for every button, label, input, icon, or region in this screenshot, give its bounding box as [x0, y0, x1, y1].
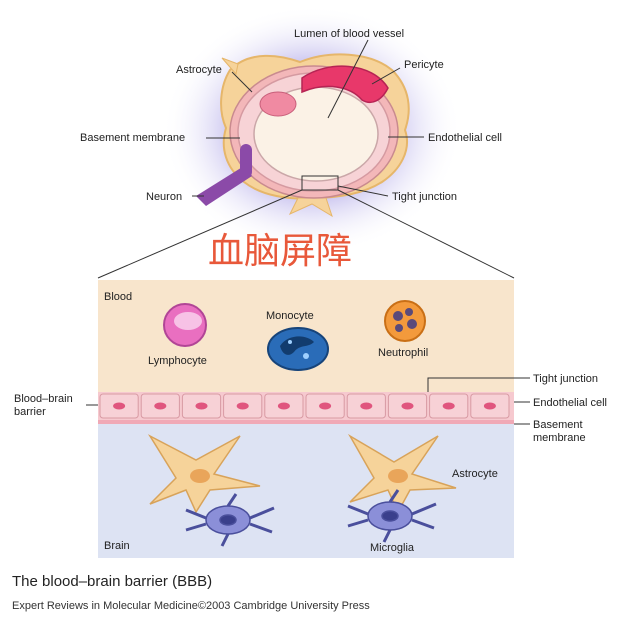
label-endothelial-top: Endothelial cell	[428, 132, 502, 144]
label-brain: Brain	[104, 540, 130, 552]
astrocyte-left-nucleus	[190, 469, 210, 483]
lymphocyte	[163, 303, 207, 347]
endothelial-cell-nucleus	[319, 402, 332, 410]
label-lymphocyte: Lymphocyte	[148, 355, 207, 367]
neuron-process	[196, 166, 252, 206]
label-astrocyte-top: Astrocyte	[176, 64, 222, 76]
endothelial-cell-nucleus	[195, 402, 208, 410]
label-neutrophil: Neutrophil	[378, 347, 428, 359]
astrocyte-process-top	[221, 57, 239, 76]
label-blood: Blood	[104, 291, 132, 303]
endothelial-cell-nucleus	[236, 402, 249, 410]
label-basement-membrane-top: Basement membrane	[80, 132, 185, 144]
label-microglia: Microglia	[370, 542, 415, 554]
microglia-left	[185, 493, 275, 547]
label-lumen: Lumen of blood vessel	[294, 28, 404, 40]
tight-junction-box	[301, 175, 339, 191]
label-basement-2: membrane	[533, 432, 586, 444]
microglia-right	[347, 489, 437, 543]
endothelial-cell-nucleus	[483, 402, 496, 410]
endothelial-cell-nucleus	[113, 402, 126, 410]
figure-caption-source: Expert Reviews in Molecular Medicine©200…	[12, 600, 370, 612]
overlay-title: 血脑屏障	[208, 231, 352, 272]
monocyte	[267, 327, 329, 371]
endothelial-cell-nucleus	[442, 402, 455, 410]
top-leader-lines	[97, 39, 515, 279]
figure-caption-title: The blood–brain barrier (BBB)	[12, 573, 213, 590]
label-basement-1: Basement	[533, 419, 583, 431]
bottom-leader-lines	[86, 377, 530, 425]
endothelial-cell-nucleus	[154, 402, 167, 410]
bottom-panel	[86, 280, 530, 558]
label-tight-junction-bottom: Tight junction	[533, 373, 598, 385]
endothelial-cell-nucleus	[277, 402, 290, 410]
neutrophil	[384, 300, 426, 342]
endothelial-cell-nucleus	[401, 402, 414, 410]
label-astrocyte-bottom: Astrocyte	[452, 468, 498, 480]
label-neuron: Neuron	[146, 191, 182, 203]
endothelial-cell-nucleus	[360, 402, 373, 410]
astrocyte-right-nucleus	[388, 469, 408, 483]
basement-membrane-strip	[98, 420, 514, 424]
label-monocyte: Monocyte	[266, 310, 314, 322]
label-tight-junction-top: Tight junction	[392, 191, 457, 203]
neuron-terminal	[240, 144, 252, 178]
label-pericyte: Pericyte	[404, 59, 444, 71]
label-barrier-2: barrier	[14, 406, 46, 418]
label-barrier-1: Blood–brain	[14, 393, 73, 405]
endothelial-nucleus	[259, 91, 297, 117]
vessel-cross-section	[162, 5, 462, 255]
label-endothelial-bottom: Endothelial cell	[533, 397, 607, 409]
